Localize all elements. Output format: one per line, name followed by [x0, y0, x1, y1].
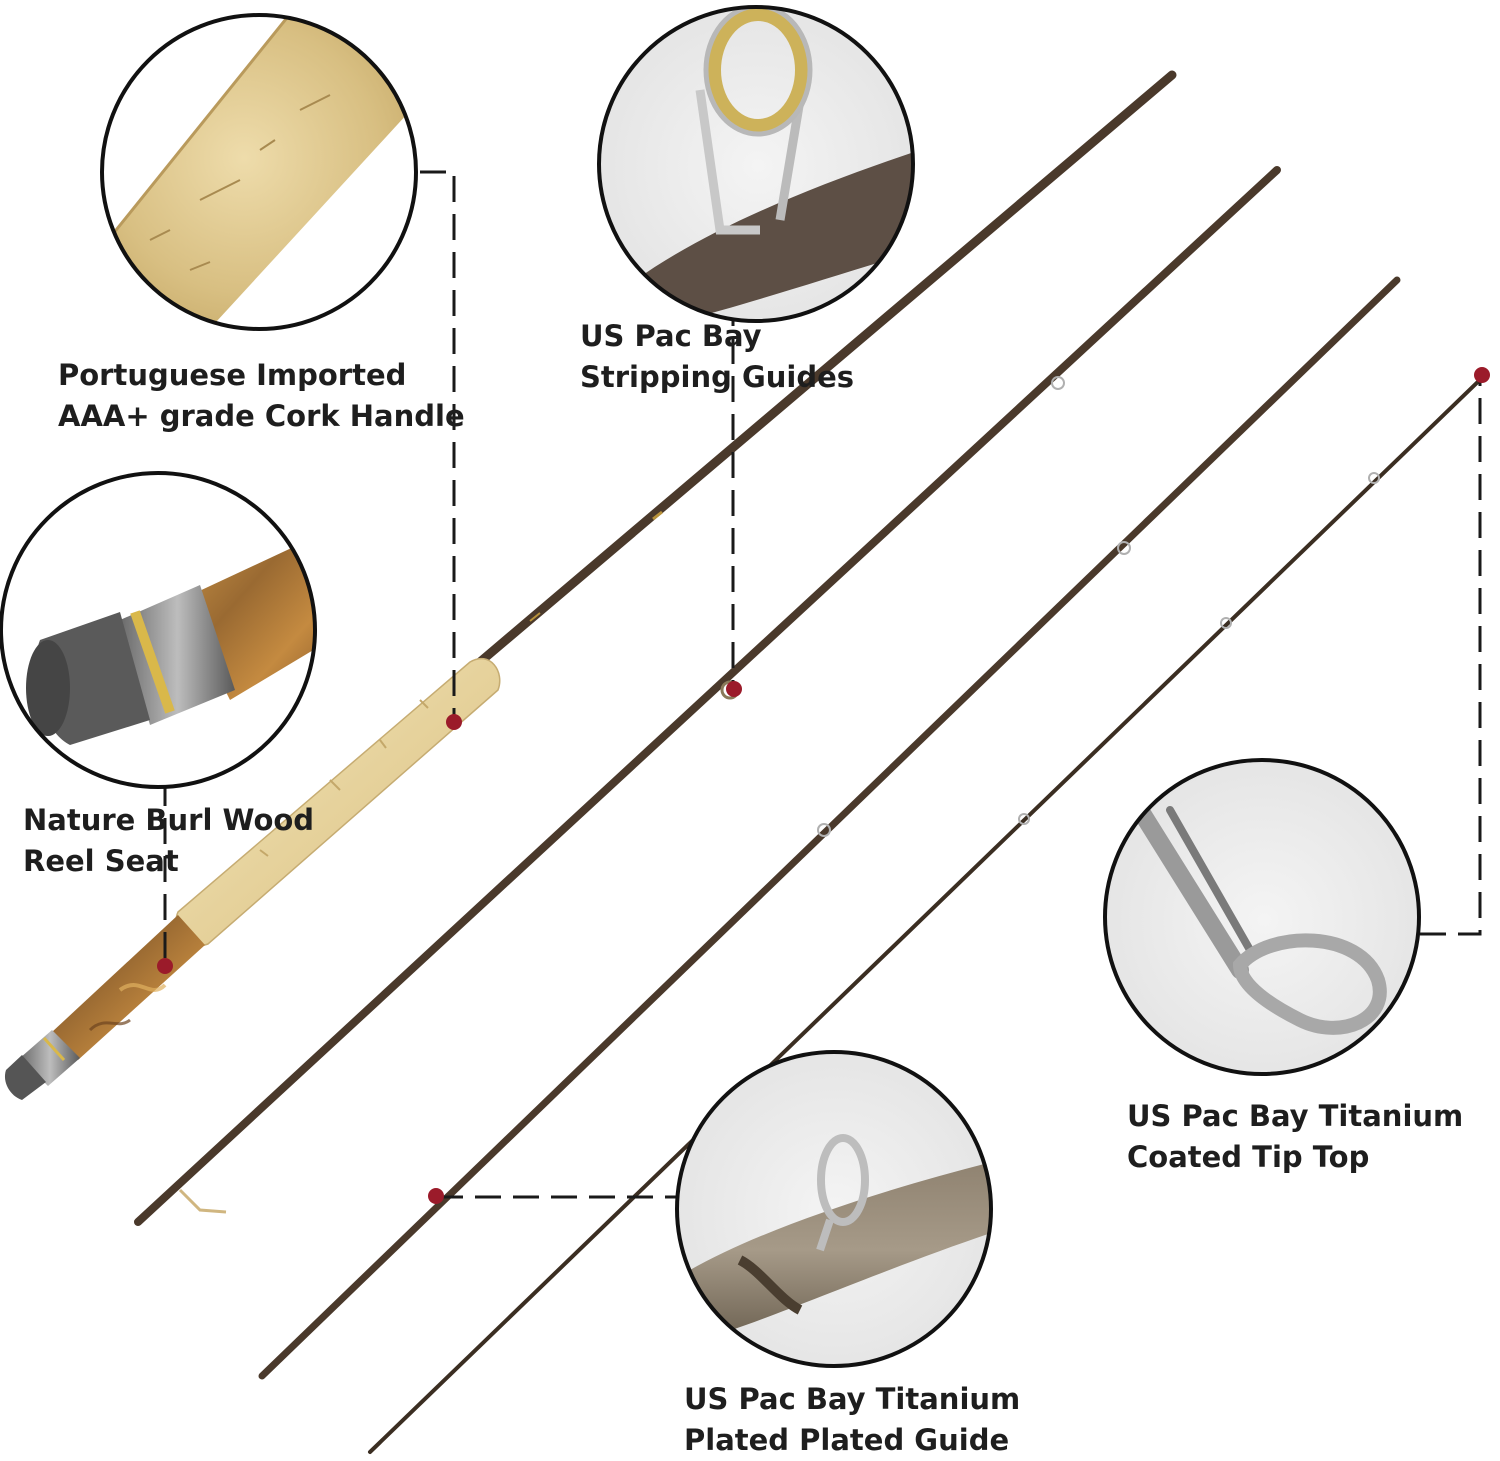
label-cork-handle: Portuguese Imported AAA+ grade Cork Hand…	[58, 355, 465, 437]
label-cork-handle-line1: Portuguese Imported	[58, 358, 407, 392]
rod-section-tip	[368, 372, 1488, 1454]
label-cork-handle-line2: AAA+ grade Cork Handle	[58, 399, 465, 433]
label-stripping-guides: US Pac Bay Stripping Guides	[580, 316, 854, 398]
detail-circle-cork	[100, 13, 418, 331]
label-tip-top-line1: US Pac Bay Titanium	[1127, 1099, 1464, 1133]
label-plated-guide-line2: Plated Plated Guide	[684, 1423, 1010, 1457]
label-stripping-guides-line1: US Pac Bay	[580, 319, 762, 353]
detail-circle-reel-seat	[0, 471, 317, 789]
detail-circle-stripping-guide	[597, 5, 915, 323]
marker-dot-stripping	[726, 681, 742, 697]
marker-dot-cork	[446, 714, 462, 730]
label-reel-seat-line1: Nature Burl Wood	[23, 803, 315, 837]
label-reel-seat: Nature Burl Wood Reel Seat	[23, 800, 314, 882]
leader-lines	[163, 170, 1482, 1199]
detail-circle-plated-guide	[675, 1050, 993, 1368]
rod-section-3	[258, 276, 1401, 1380]
detail-circle-tip-top	[1103, 758, 1421, 1076]
marker-dots	[157, 367, 1490, 1204]
label-plated-guide: US Pac Bay Titanium Plated Plated Guide	[684, 1379, 1020, 1461]
marker-dot-plated	[428, 1188, 444, 1204]
rod-section-2	[134, 166, 1281, 1226]
label-tip-top: US Pac Bay Titanium Coated Tip Top	[1127, 1096, 1463, 1178]
label-reel-seat-line2: Reel Seat	[23, 844, 179, 878]
marker-dot-tip	[1474, 367, 1490, 383]
marker-dot-seat	[157, 958, 173, 974]
label-stripping-guides-line2: Stripping Guides	[580, 360, 855, 394]
rod-section-butt	[4, 70, 1177, 1100]
label-tip-top-line2: Coated Tip Top	[1127, 1140, 1370, 1174]
label-plated-guide-line1: US Pac Bay Titanium	[684, 1382, 1021, 1416]
